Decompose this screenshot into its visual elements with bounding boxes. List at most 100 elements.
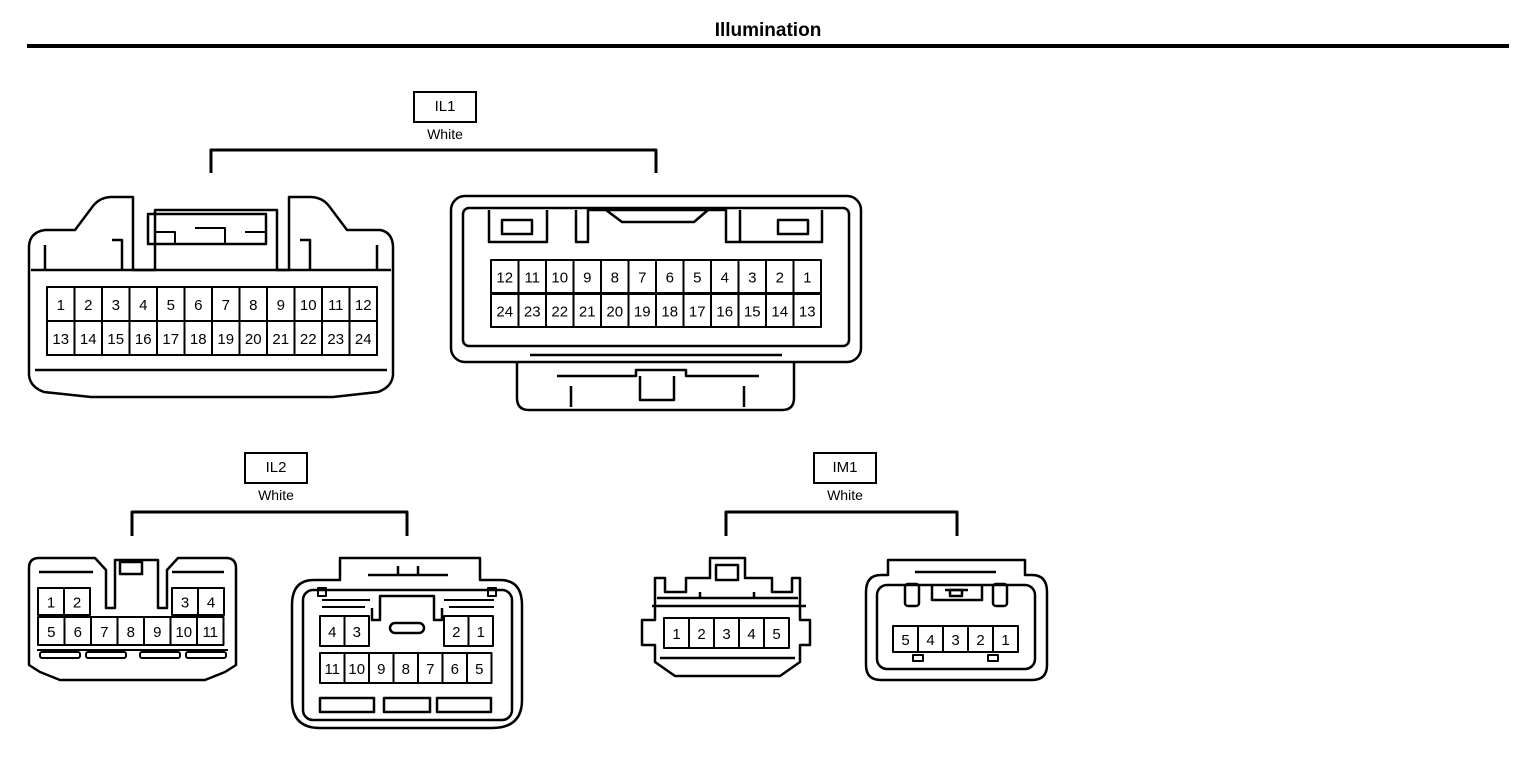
il2-female-pin-number: 9 <box>153 624 161 641</box>
il1-female-pin-number: 24 <box>355 331 372 348</box>
il1-male-pin-number: 21 <box>579 304 596 321</box>
il1-female-pin-cell <box>348 320 378 356</box>
il1-female-pin-cell <box>101 286 131 322</box>
il1-female-pin-number: 14 <box>80 331 97 348</box>
il1-female-pin-number: 8 <box>249 297 257 314</box>
il1-female-pin-cell <box>46 320 76 356</box>
il1-female-pin-number: 13 <box>52 331 69 348</box>
im1-female-connector <box>640 556 812 678</box>
il1-male-pin-cell <box>572 293 602 328</box>
il1-male-pin-number: 19 <box>634 304 651 321</box>
il2-female-pin-cell <box>169 616 198 646</box>
im1-male-pin-number: 4 <box>926 632 934 649</box>
il2-male-pin-number: 4 <box>328 624 336 641</box>
il2-male-pin-number: 1 <box>477 624 485 641</box>
il1-female-pin-number: 1 <box>57 297 65 314</box>
im1-female-pin-number: 2 <box>697 626 705 643</box>
im1-female-pin-number: 4 <box>747 626 755 643</box>
im1-code-label: IM1 <box>813 452 877 484</box>
il2-code-label: IL2 <box>244 452 308 484</box>
il1-male-pin-number: 5 <box>693 270 701 287</box>
im1-female-pin-cell <box>663 617 690 649</box>
il1-male-pin-number: 10 <box>551 270 568 287</box>
il1-female-pin-cell <box>238 320 268 356</box>
im1-male-pin-cell <box>917 625 944 653</box>
il1-male-pin-cell <box>490 293 520 328</box>
il1-male-pin-number: 8 <box>611 270 619 287</box>
il1-color-label: White <box>427 126 463 142</box>
il1-female-pin-number: 17 <box>162 331 179 348</box>
il1-female-pin-cell <box>321 286 351 322</box>
im1-bracket <box>724 510 959 536</box>
il2-male-pin-number: 9 <box>377 661 385 678</box>
il2-female-pin-cell <box>63 587 91 616</box>
im1-male-pin-number: 1 <box>1001 632 1009 649</box>
il1-male-pin-cell <box>517 293 547 328</box>
il2-female-pin-number: 5 <box>47 624 55 641</box>
il2-male-pin-cell <box>467 615 494 647</box>
il2-female-pin-cell <box>196 616 225 646</box>
il2-female-pin-cell <box>171 587 199 616</box>
il2-male-pin-number: 2 <box>452 624 460 641</box>
il1-male-pin-cell <box>765 293 795 328</box>
page-title: Illumination <box>714 20 822 41</box>
il2-male-pin-number: 11 <box>324 661 340 678</box>
il2-female-pin-cell <box>37 587 65 616</box>
im1-female-pin-cell <box>713 617 740 649</box>
il2-female-pin-number: 11 <box>202 624 218 641</box>
il1-male-pin-cell <box>682 293 712 328</box>
il1-female-pin-cell <box>348 286 378 322</box>
il1-male-pin-number: 14 <box>771 304 788 321</box>
il1-female-pin-number: 6 <box>194 297 202 314</box>
im1-male-pin-cell <box>892 625 919 653</box>
il2-female-pin-number: 1 <box>47 595 55 612</box>
il1-male-pin-cell <box>737 293 767 328</box>
im1-color-label: White <box>827 487 863 503</box>
il1-female-pin-cell <box>156 286 186 322</box>
il1-male-pin-number: 20 <box>606 304 623 321</box>
il1-male-pin-number: 2 <box>776 270 784 287</box>
il1-male-pin-number: 3 <box>748 270 756 287</box>
il2-male-pin-number: 10 <box>348 661 365 678</box>
il1-male-pin-cell <box>627 259 657 294</box>
il1-male-pin-number: 13 <box>799 304 816 321</box>
il1-male-pin-cell <box>490 259 520 294</box>
il1-male-pin-number: 18 <box>661 304 678 321</box>
il1-male-pin-number: 1 <box>803 270 811 287</box>
il2-female-pin-number: 2 <box>73 595 81 612</box>
im1-male-pin-number: 3 <box>951 632 959 649</box>
il2-male-connector <box>290 556 524 730</box>
il2-female-pin-number: 10 <box>175 624 192 641</box>
il2-female-pin-number: 3 <box>181 595 189 612</box>
il1-female-pin-number: 11 <box>328 297 344 314</box>
il1-female-pin-number: 10 <box>300 297 317 314</box>
il1-female-pin-cell <box>321 320 351 356</box>
il1-female-pin-number: 20 <box>245 331 262 348</box>
il1-male-pin-number: 4 <box>721 270 729 287</box>
il1-female-pin-number: 12 <box>355 297 372 314</box>
il1-female-pin-cell <box>211 286 241 322</box>
il1-male-pin-number: 23 <box>524 304 541 321</box>
il1-male-pin-cell <box>792 293 822 328</box>
il2-male-pin-cell <box>443 615 470 647</box>
il1-male-connector <box>449 194 863 412</box>
il1-female-pin-cell <box>73 320 103 356</box>
il1-male-pin-number: 11 <box>524 270 540 287</box>
im1-male-connector <box>864 558 1049 682</box>
il1-male-pin-cell <box>545 293 575 328</box>
il1-male-pin-number: 6 <box>666 270 674 287</box>
il2-male-pin-number: 6 <box>451 661 459 678</box>
il2-female-pin-number: 8 <box>127 624 135 641</box>
il1-female-pin-cell <box>101 320 131 356</box>
il1-female-pin-number: 21 <box>272 331 289 348</box>
il1-female-pin-cell <box>266 320 296 356</box>
il2-female-connector <box>27 556 238 682</box>
il1-female-pin-cell <box>46 286 76 322</box>
il1-male-pin-number: 15 <box>744 304 761 321</box>
il2-male-pin-number: 7 <box>426 661 434 678</box>
il1-bracket <box>209 148 658 173</box>
il1-female-pin-number: 9 <box>277 297 285 314</box>
il2-female-pin-number: 4 <box>207 595 215 612</box>
im1-male-pin-cell <box>992 625 1019 653</box>
il1-male-pin-number: 17 <box>689 304 706 321</box>
